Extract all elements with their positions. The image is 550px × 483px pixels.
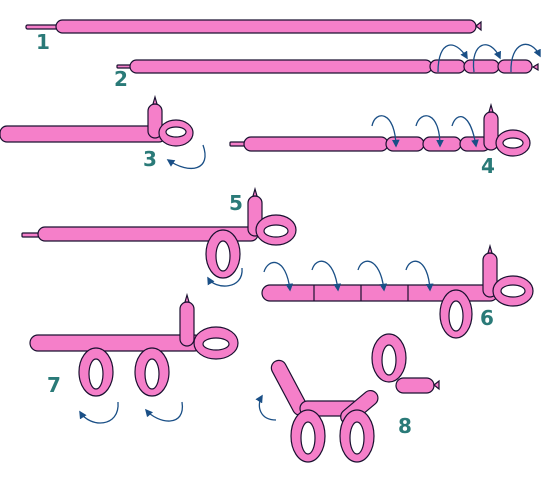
step-3-balloon	[0, 94, 194, 147]
step-label-5: 5	[229, 191, 243, 215]
step-label-4: 4	[481, 154, 495, 178]
step-label-6: 6	[480, 306, 494, 330]
arrow-icon	[371, 115, 400, 148]
arrow-icon	[415, 115, 444, 148]
arrow-icon	[311, 260, 342, 292]
arrow-icon	[472, 44, 501, 73]
arrow-icon	[144, 401, 183, 422]
step-5-balloon	[21, 186, 297, 279]
step-7-balloon	[29, 292, 239, 397]
step-4-balloon	[229, 102, 531, 157]
step-8-balloon-dog	[270, 333, 440, 463]
step-label-8: 8	[398, 414, 412, 438]
arrow-icon	[207, 267, 243, 287]
step-label-2: 2	[114, 67, 128, 91]
arrow-icon	[255, 394, 277, 421]
step-label-3: 3	[143, 147, 157, 171]
step-label-7: 7	[47, 373, 61, 397]
arrow-icon	[437, 44, 468, 73]
step-label-1: 1	[36, 30, 50, 54]
step-1-balloon	[25, 19, 482, 34]
arrow-icon	[79, 401, 119, 424]
arrow-icon	[510, 43, 541, 73]
arrow-icon	[166, 144, 206, 169]
arrow-icon	[405, 260, 434, 292]
arrow-icon	[357, 260, 388, 292]
arrow-icon	[263, 261, 294, 292]
arrow-icon	[451, 116, 479, 148]
step-2-balloon	[116, 59, 539, 74]
step-6-balloon	[261, 243, 534, 339]
